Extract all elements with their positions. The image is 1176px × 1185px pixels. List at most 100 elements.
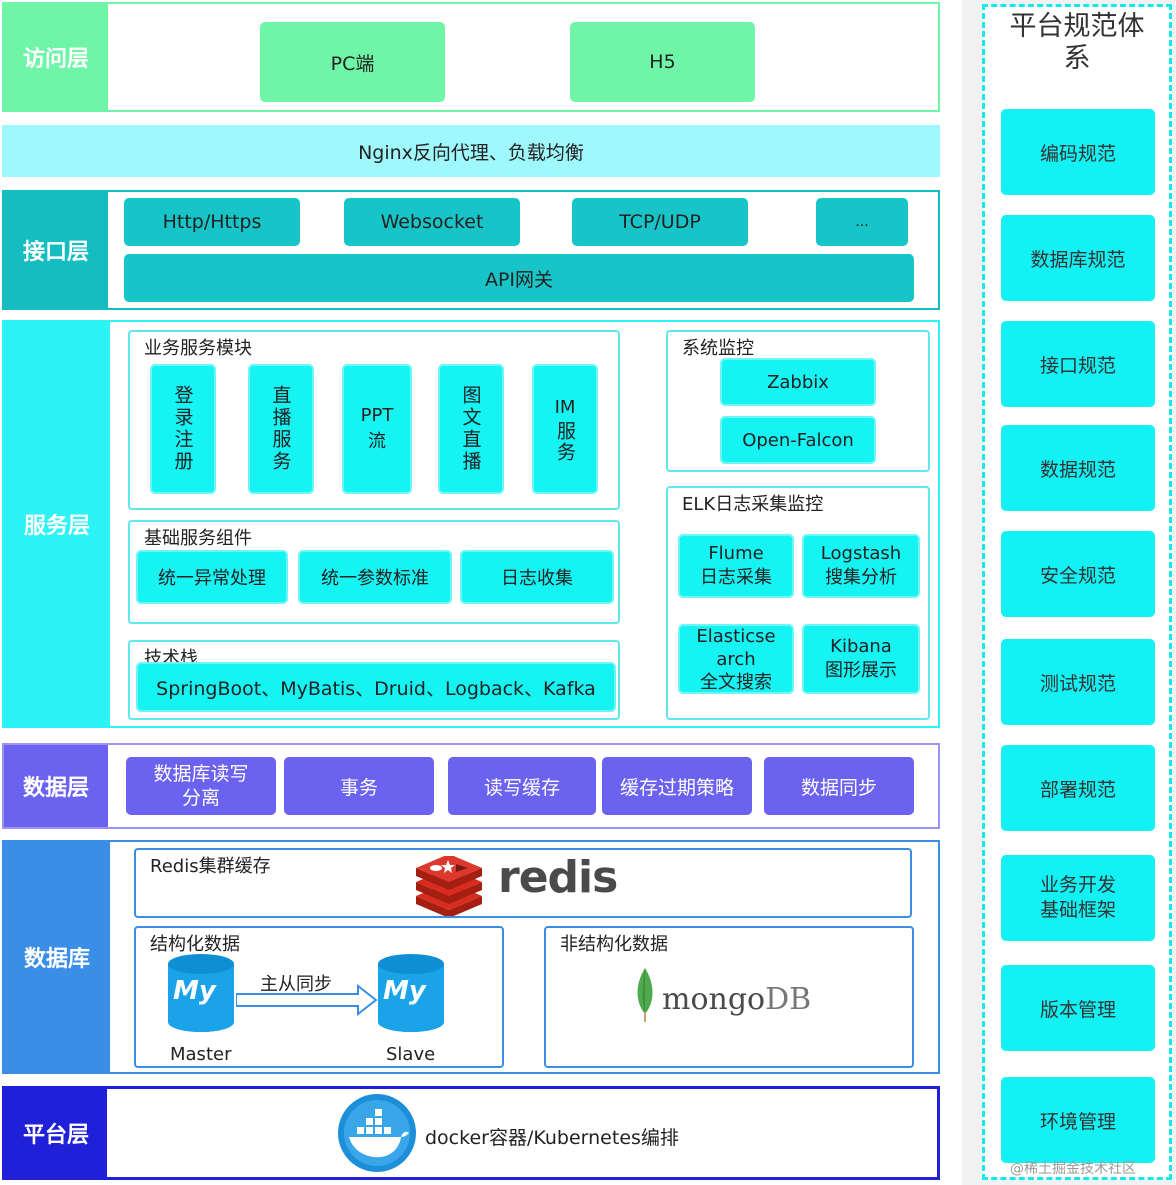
http-protocol-box[interactable]: Http/Https [124, 198, 300, 246]
sync-label: 主从同步 [260, 974, 332, 995]
base-components-panel: 基础服务组件 统一异常处理 统一参数标准 日志收集 [128, 520, 620, 624]
standard-security[interactable]: 安全规范 [1001, 531, 1155, 617]
mysql-slave-icon [378, 954, 444, 1032]
rw-split-line1: 数据库读写 [153, 763, 249, 785]
mysql-slave-logo: My [383, 976, 426, 1006]
h5-client-box[interactable]: H5 [570, 22, 755, 102]
elk-panel: ELK日志采集监控 Flume 日志采集 Logstash 搜集分析 Elast… [666, 486, 930, 720]
im-service-line1: IM [554, 397, 576, 418]
platform-layer: 平台层 docker容器/Kubernetes编排 [2, 1086, 940, 1180]
data-sync-box[interactable]: 数据同步 [764, 757, 914, 815]
flume-box[interactable]: Flume 日志采集 [678, 534, 794, 598]
mysql-master-icon [168, 954, 234, 1032]
system-monitor-panel: 系统监控 Zabbix Open-Falcon [666, 330, 930, 472]
standard-testing[interactable]: 测试规范 [1001, 639, 1155, 725]
unstructured-data-title: 非结构化数据 [560, 934, 668, 955]
data-layer: 数据层 数据库读写 分离 事务 读写缓存 缓存过期策略 数据同步 [2, 743, 940, 829]
access-layer-label: 访问层 [4, 4, 108, 110]
sync-arrow-icon [236, 984, 378, 1016]
data-layer-label: 数据层 [4, 745, 108, 827]
redis-logo-text: redis [498, 852, 618, 903]
database-layer-label: 数据库 [4, 842, 110, 1072]
elasticsearch-name-1: Elasticse [696, 625, 776, 647]
logstash-name: Logstash [820, 543, 902, 564]
logstash-desc: 搜集分析 [825, 567, 897, 588]
watermark: @稀土掘金技术社区 [1010, 1161, 1136, 1177]
redis-title: Redis集群缓存 [150, 856, 271, 877]
base-components-title: 基础服务组件 [144, 528, 252, 549]
flume-desc: 日志采集 [700, 567, 772, 588]
mongodb-logo-a: mongo [662, 982, 766, 1017]
open-falcon-box[interactable]: Open-Falcon [720, 416, 876, 464]
live-service-module[interactable]: 直播服务 [248, 364, 314, 494]
exception-handling-box[interactable]: 统一异常处理 [136, 550, 288, 604]
structured-data-title: 结构化数据 [150, 934, 240, 955]
kibana-box[interactable]: Kibana 图形展示 [802, 624, 920, 694]
service-layer: 服务层 业务服务模块 登录注册 直播服务 PPT 流 图文直播 IM 服务 基础… [2, 320, 940, 728]
service-layer-label: 服务层 [4, 322, 110, 726]
standards-title: 平台规范体 系 [985, 7, 1169, 79]
kibana-desc: 图形展示 [825, 660, 897, 681]
logstash-box[interactable]: Logstash 搜集分析 [802, 534, 920, 598]
platform-layer-label: 平台层 [5, 1089, 107, 1177]
database-layer: 数据库 Redis集群缓存 redis 结构化数据 My [2, 840, 940, 1074]
elasticsearch-desc: 全文搜索 [700, 671, 772, 693]
transaction-box[interactable]: 事务 [284, 757, 434, 815]
standard-database[interactable]: 数据库规范 [1001, 215, 1155, 301]
standard-data[interactable]: 数据规范 [1001, 425, 1155, 511]
elasticsearch-name-2: arch [716, 648, 756, 670]
more-protocols-box[interactable]: ... [816, 198, 908, 246]
slave-label: Slave [386, 1044, 436, 1065]
elasticsearch-box[interactable]: Elasticse arch 全文搜索 [678, 624, 794, 694]
mysql-master-logo: My [173, 976, 216, 1006]
flume-name: Flume [708, 543, 764, 564]
ppt-stream-module[interactable]: PPT 流 [342, 364, 412, 494]
interface-layer: 接口层 Http/Https Websocket TCP/UDP ... API… [2, 190, 940, 310]
business-framework-line2: 基础框架 [1039, 899, 1116, 921]
cache-expire-box[interactable]: 缓存过期策略 [602, 757, 752, 815]
business-framework-line1: 业务开发 [1039, 874, 1116, 896]
graphic-live-module[interactable]: 图文直播 [438, 364, 504, 494]
standard-business-framework[interactable]: 业务开发 基础框架 [1001, 855, 1155, 941]
mongodb-logo-text: mongoDB [662, 982, 811, 1017]
standard-deployment[interactable]: 部署规范 [1001, 745, 1155, 831]
standard-interface[interactable]: 接口规范 [1001, 321, 1155, 407]
standard-version-management[interactable]: 版本管理 [1001, 965, 1155, 1051]
redis-logo-icon [416, 856, 482, 916]
tech-stack-panel: 技术栈 SpringBoot、MyBatis、Druid、Logback、Kaf… [128, 640, 620, 720]
login-register-module[interactable]: 登录注册 [150, 364, 216, 494]
standards-title-line2: 系 [1063, 43, 1091, 74]
mongodb-logo-b: DB [765, 982, 812, 1017]
standards-panel: 平台规范体 系 编码规范 数据库规范 接口规范 数据规范 安全规范 测试规范 部… [982, 4, 1172, 1180]
system-monitor-title: 系统监控 [682, 338, 754, 359]
rw-cache-box[interactable]: 读写缓存 [448, 757, 596, 815]
parameter-standard-box[interactable]: 统一参数标准 [298, 550, 452, 604]
api-gateway-box[interactable]: API网关 [124, 254, 914, 302]
elk-title: ELK日志采集监控 [682, 494, 824, 515]
access-layer: 访问层 PC端 H5 [2, 2, 940, 112]
standard-environment-management[interactable]: 环境管理 [1001, 1077, 1155, 1163]
rw-split-box[interactable]: 数据库读写 分离 [126, 757, 276, 815]
pc-client-box[interactable]: PC端 [260, 22, 445, 102]
tcp-udp-protocol-box[interactable]: TCP/UDP [572, 198, 748, 246]
kibana-name: Kibana [830, 636, 892, 657]
business-modules-panel: 业务服务模块 登录注册 直播服务 PPT 流 图文直播 IM 服务 [128, 330, 620, 510]
master-label: Master [170, 1044, 232, 1065]
nginx-bar[interactable]: Nginx反向代理、负载均衡 [2, 125, 940, 177]
docker-k8s-label: docker容器/Kubernetes编排 [425, 1127, 679, 1149]
business-modules-title: 业务服务模块 [144, 338, 252, 359]
websocket-protocol-box[interactable]: Websocket [344, 198, 520, 246]
im-service-line2: 服务 [554, 421, 576, 463]
rw-split-line2: 分离 [181, 787, 220, 809]
ppt-stream-line1: PPT [360, 405, 394, 426]
zabbix-box[interactable]: Zabbix [720, 358, 876, 406]
docker-logo-icon [338, 1094, 416, 1172]
standards-title-line1: 平台规范体 [1009, 11, 1145, 42]
tech-stack-box[interactable]: SpringBoot、MyBatis、Druid、Logback、Kafka [136, 662, 616, 712]
im-service-module[interactable]: IM 服务 [532, 364, 598, 494]
log-collection-box[interactable]: 日志收集 [460, 550, 614, 604]
unstructured-data-panel: 非结构化数据 mongoDB [544, 926, 914, 1068]
structured-data-panel: 结构化数据 My My 主从同步 Master Slave [134, 926, 504, 1068]
standard-coding[interactable]: 编码规范 [1001, 109, 1155, 195]
mongodb-leaf-icon [637, 968, 653, 1022]
